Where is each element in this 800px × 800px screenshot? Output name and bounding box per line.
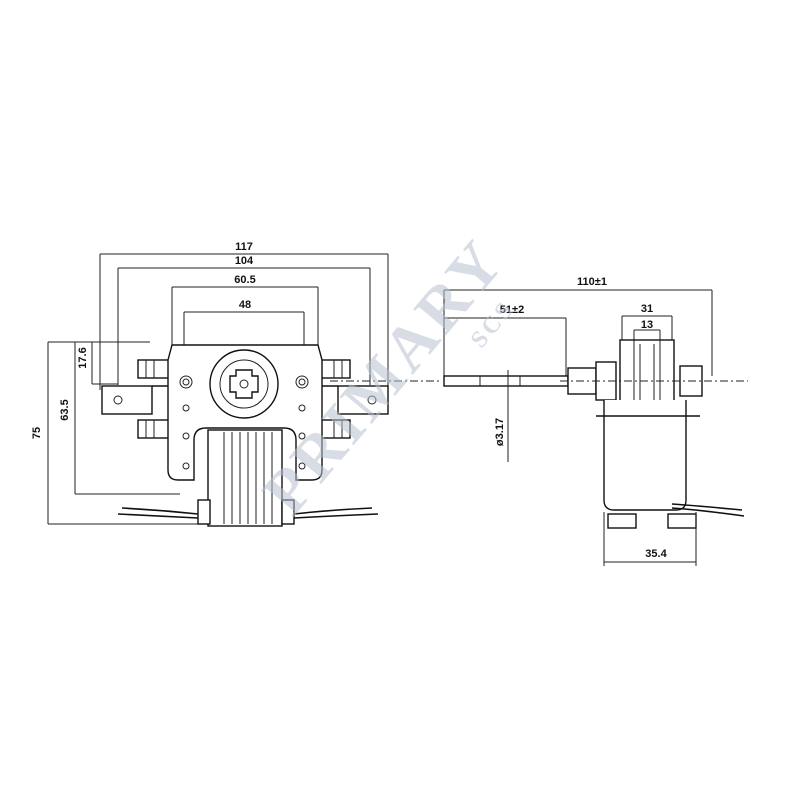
dim-frame-width: 60.5	[234, 274, 255, 286]
shaft: ø3.17	[443, 361, 703, 462]
rotor	[209, 349, 279, 419]
front-left-dimensions: 75 63.5 17.6	[31, 341, 200, 525]
dim-mount-height: 63.5	[59, 399, 71, 420]
coil-stack	[197, 429, 295, 527]
dim-bracket-width: 104	[235, 255, 254, 267]
front-top-dimensions: 117 104 60.5 48	[99, 241, 389, 390]
side-top-dimensions: 110±1 51±2 31 13	[443, 276, 713, 380]
side-view: 110±1 51±2 31 13 ø3.17	[443, 276, 748, 566]
dim-total-length: 110±1	[577, 276, 607, 288]
side-lead-wires	[671, 503, 745, 517]
dim-shaft-diameter: ø3.17	[494, 418, 506, 446]
dim-core-width: 13	[641, 319, 653, 331]
dim-inner-width: 48	[239, 299, 251, 311]
side-bottom-dimension: 35.4	[603, 512, 697, 566]
dim-base-width: 35.4	[645, 548, 667, 560]
side-frame	[596, 400, 700, 529]
bracket-hole-right	[367, 395, 377, 405]
mounting-bracket	[101, 385, 389, 415]
dim-shaft-length: 51±2	[500, 304, 524, 316]
lead-wires	[117, 507, 379, 519]
dim-coil-width: 31	[641, 303, 653, 315]
dim-overall-width: 117	[235, 241, 253, 253]
dim-offset-height: 17.6	[77, 347, 89, 368]
bracket-hole-left	[113, 395, 123, 405]
dim-total-height: 75	[31, 427, 43, 439]
side-tabs	[137, 359, 351, 439]
front-view: 117 104 60.5 48 75 63.5 17.6	[31, 241, 440, 527]
